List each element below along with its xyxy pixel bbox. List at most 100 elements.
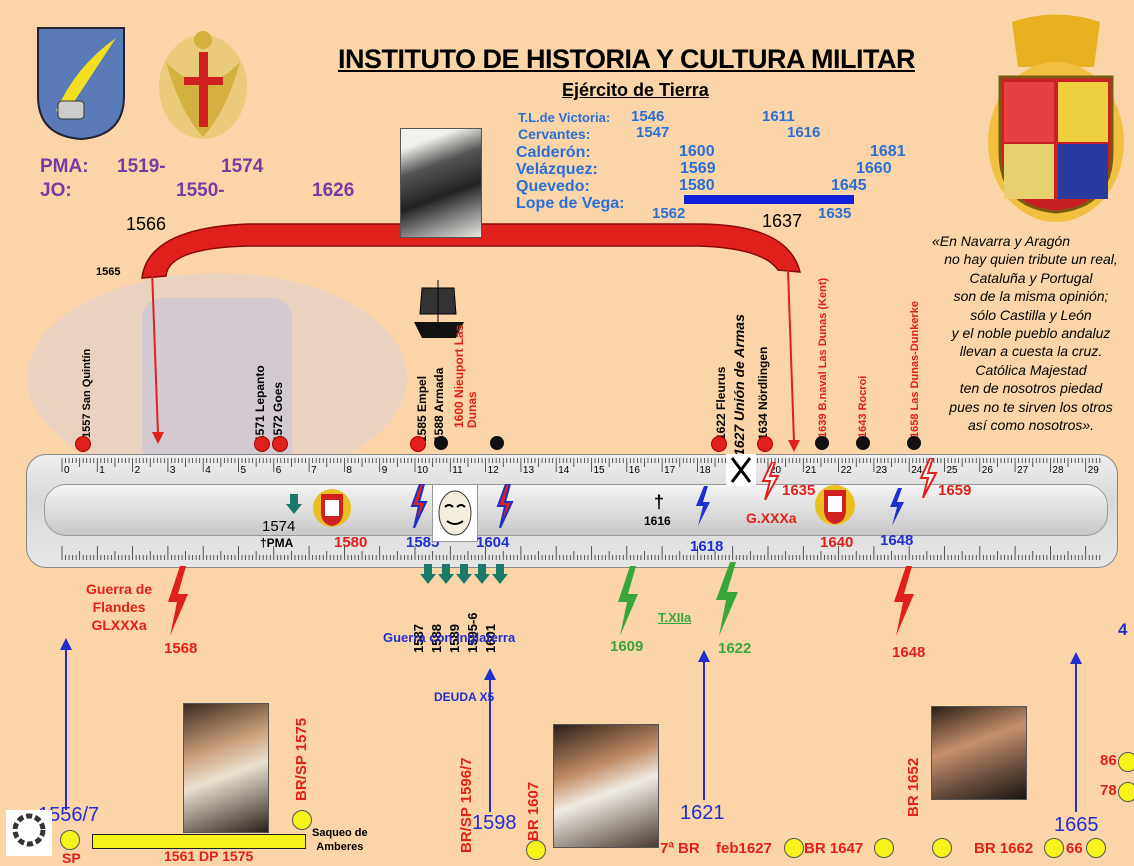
- ruler-number: 28: [1052, 465, 1064, 476]
- author-from: 1600: [679, 143, 715, 160]
- arrow-down-icon: [492, 564, 508, 584]
- bottom-year: 1556/7: [38, 804, 100, 826]
- event-dot: [434, 436, 448, 450]
- ruler-number: 16: [628, 465, 640, 476]
- bottom-label: BR 1647: [804, 840, 864, 857]
- lightning-icon: [919, 458, 938, 498]
- bottom-label: 7ª BR: [660, 840, 700, 857]
- jo-from: 1550-: [176, 180, 225, 201]
- event-dot: [757, 436, 773, 452]
- quill-shield-icon: [37, 27, 125, 141]
- lightning-icon: [716, 562, 738, 636]
- yellow-marker: [874, 838, 894, 858]
- bottom-label: BR/SP 1575: [293, 717, 310, 801]
- author-from: 1569: [680, 160, 716, 177]
- ruler-number: 29: [1087, 465, 1099, 476]
- author-name: T.L.de Victoria:: [518, 110, 611, 125]
- ruler-year: 1648: [880, 532, 914, 549]
- yellow-marker: [292, 810, 312, 830]
- below-year: 1568: [164, 640, 198, 657]
- flandes-line: Guerra de: [86, 581, 153, 597]
- arc-start-year: 1566: [126, 214, 167, 234]
- below-year: 1609: [610, 638, 644, 655]
- ruler-number: 13: [522, 465, 535, 476]
- pma-label: PMA:: [40, 156, 89, 177]
- event-dot: [272, 436, 288, 452]
- arrow-down-icon: [438, 564, 454, 584]
- page-subtitle: Ejército de Tierra: [562, 80, 709, 100]
- lightning-icon: [761, 462, 780, 500]
- ruler-year: 1659: [938, 482, 972, 499]
- author-to: 1616: [787, 124, 821, 141]
- cervantes-centenary-logo-icon: [6, 810, 52, 856]
- ruler-year: 1618: [690, 538, 724, 555]
- event-dot: [75, 436, 91, 452]
- author-name: Cervantes:: [518, 126, 591, 142]
- ruler-year: 1580: [334, 534, 368, 551]
- lightning-icon: [696, 486, 710, 526]
- bottom-label: feb1627: [716, 840, 772, 857]
- portugal-shield-icon: [815, 485, 855, 525]
- jo-label: JO:: [40, 180, 72, 201]
- yellow-marker: [1044, 838, 1064, 858]
- event-dot: [410, 436, 426, 452]
- ruler-number: 7: [311, 465, 317, 476]
- philip-iii-portrait: [553, 724, 659, 848]
- author-name: Quevedo:: [516, 178, 590, 195]
- yellow-marker: [1118, 782, 1134, 802]
- yellow-marker: [1086, 838, 1106, 858]
- below-year: 1622: [718, 640, 752, 657]
- arrow-down-icon: [286, 494, 302, 514]
- pma-from: 1519-: [117, 156, 166, 177]
- ruler-year: 1640: [820, 534, 854, 551]
- ruler-number: 20: [770, 465, 782, 476]
- ruler-year: 1635: [782, 482, 816, 499]
- yellow-marker: [784, 838, 804, 858]
- duke-portrait: [400, 128, 482, 238]
- event-dot: [815, 436, 829, 450]
- bottom-label: 66: [1066, 840, 1083, 857]
- author-from: 1562: [652, 205, 686, 222]
- poem-line: no hay quien tribute un real,: [944, 251, 1118, 268]
- faded-coat-of-arms-icon: [27, 273, 407, 483]
- yellow-marker: [1118, 752, 1134, 772]
- ruler-number: 26: [981, 465, 993, 476]
- bottom-year: 1621: [680, 802, 725, 824]
- poem: «En Navarra y Aragón no hay quien tribut…: [926, 232, 1134, 434]
- ruler-year: 1574: [262, 518, 296, 535]
- saqueo-line: Amberes: [316, 841, 364, 853]
- inglaterra-label: Guerra con Inglaterra: [383, 630, 516, 645]
- page-title: INSTITUTO DE HISTORIA Y CULTURA MILITAR: [338, 44, 916, 74]
- ruler-number: 23: [875, 465, 888, 476]
- jo-to: 1626: [312, 180, 355, 201]
- author-from: 1580: [679, 177, 715, 194]
- flandes-line: GLXXXa: [91, 617, 147, 633]
- author-from: 1546: [631, 108, 665, 125]
- yellow-marker: [932, 838, 952, 858]
- ruler-year: 1585: [406, 534, 440, 551]
- ruler-year: 1616: [644, 514, 671, 528]
- ruler-number: 3: [169, 465, 176, 476]
- ruler-number: 5: [240, 465, 247, 476]
- ruler-number: 15: [593, 465, 605, 476]
- lightning-icon: [890, 488, 904, 526]
- event-dot: [254, 436, 270, 452]
- ruler-number: 12: [487, 465, 499, 476]
- lightning-icon: [410, 484, 428, 528]
- arc-end-year: 1637: [762, 211, 803, 231]
- bottom-label: BR/SP 1596/7: [458, 757, 475, 853]
- author-name: Calderón:: [516, 144, 591, 161]
- poem-line: y el noble pueblo andaluz: [951, 325, 1111, 342]
- author-to: 1635: [818, 205, 852, 222]
- event-dot: [490, 436, 504, 450]
- eagle-emblem-icon: [159, 31, 247, 139]
- dp-label: 1561 DP 1575: [164, 848, 254, 864]
- ruler-number: 9: [381, 465, 388, 476]
- ruler-number: 18: [699, 465, 711, 476]
- ruler-number: 0: [64, 465, 70, 476]
- poem-line: «En Navarra y Aragón: [932, 233, 1070, 249]
- portugal-shield-icon: [313, 489, 351, 527]
- poem-line: ten de nosotros piedad: [959, 380, 1103, 397]
